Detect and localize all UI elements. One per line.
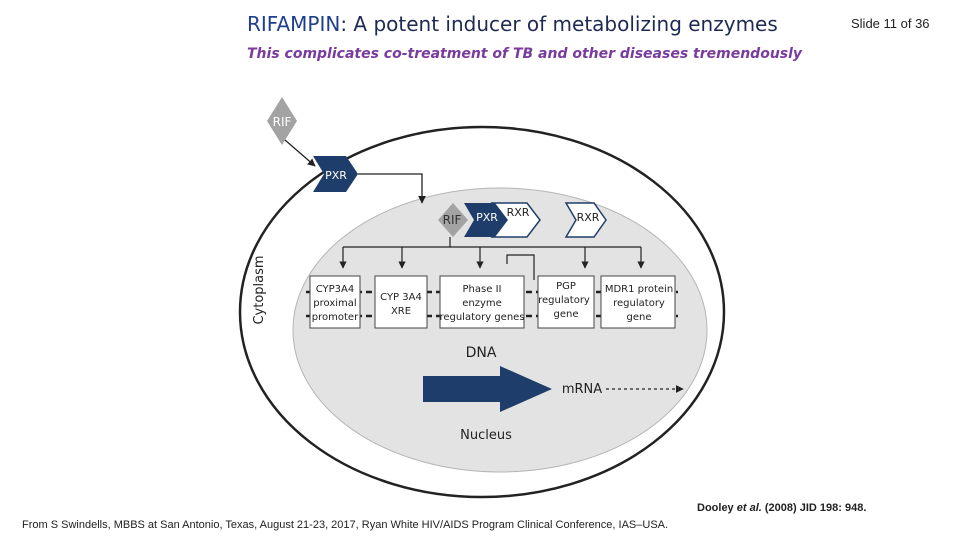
rxr-molecule bbox=[564, 202, 607, 238]
mrna-label: mRNA bbox=[562, 382, 602, 397]
gene-pgp-line3: gene bbox=[554, 309, 579, 320]
citation-etal: et al. bbox=[736, 502, 762, 514]
pxr-molecule bbox=[313, 156, 358, 192]
nucleus-label: Nucleus bbox=[460, 428, 512, 443]
gene-phase2-line2: enzyme bbox=[462, 298, 502, 309]
complex-rxr-label: RXR bbox=[507, 206, 530, 219]
gene-pgp-line1: PGP bbox=[556, 281, 576, 292]
citation-rest: (2008) JID 198: 948. bbox=[764, 502, 867, 514]
title-rest: : A potent inducer of metabolizing enzym… bbox=[340, 12, 778, 36]
nucleus-body bbox=[292, 187, 708, 473]
citation: Dooley et al. (2008) JID 198: 948. bbox=[697, 502, 866, 514]
complex-rif bbox=[438, 203, 468, 237]
complex-pxr bbox=[464, 203, 508, 237]
cytoplasm-label: Cytoplasm bbox=[252, 255, 267, 324]
gene-mdr1-line2: regulatory bbox=[613, 298, 665, 309]
gene-cyp3a4-xre-line2: XRE bbox=[391, 306, 411, 317]
gene-mdr1-line1: MDR1 protein bbox=[605, 284, 673, 295]
gene-pgp-line2: regulatory bbox=[538, 295, 590, 306]
slide-number: Slide 11 of 36 bbox=[851, 16, 930, 31]
pxr-translocation-arrow bbox=[358, 173, 426, 204]
rif-label: RIF bbox=[273, 115, 292, 129]
gene-box-cyp3a4-xre bbox=[374, 275, 428, 329]
gene-box-cyp3a4-promoter bbox=[309, 275, 361, 329]
slide-subtitle: This complicates co-treatment of TB and … bbox=[247, 46, 803, 62]
dna-label: DNA bbox=[466, 345, 497, 361]
gene-phase2-line3: regulatory genes bbox=[439, 312, 524, 323]
complex-pxr-label: PXR bbox=[476, 211, 498, 224]
gene-mdr1-line3: gene bbox=[627, 312, 652, 323]
slide-title: RIFAMPIN: A potent inducer of metabolizi… bbox=[247, 12, 778, 36]
rif-molecule bbox=[267, 97, 297, 145]
rif-binding-arrow bbox=[284, 139, 316, 167]
gene-box-pgp bbox=[537, 275, 595, 329]
title-drug: RIFAMPIN bbox=[247, 12, 341, 36]
gene-box-phase2 bbox=[439, 275, 525, 329]
gene-cyp3a4-promoter-line3: promoter bbox=[312, 312, 359, 323]
rxr-label: RXR bbox=[577, 211, 600, 224]
gene-cyp3a4-xre-line1: CYP 3A4 bbox=[380, 292, 422, 303]
source-credit: From S Swindells, MBBS at San Antonio, T… bbox=[22, 519, 669, 531]
citation-authors: Dooley bbox=[697, 502, 734, 514]
branch-connectors bbox=[339, 237, 645, 280]
pxr-label: PXR bbox=[325, 169, 347, 182]
gene-box-mdr1 bbox=[600, 275, 676, 329]
transcription-arrow bbox=[423, 366, 552, 412]
gene-cyp3a4-promoter-line1: CYP3A4 bbox=[316, 284, 355, 295]
gene-phase2-line1: Phase II bbox=[463, 284, 502, 295]
complex-rif-label: RIF bbox=[443, 213, 462, 227]
gene-cyp3a4-promoter-line2: proximal bbox=[313, 298, 356, 309]
